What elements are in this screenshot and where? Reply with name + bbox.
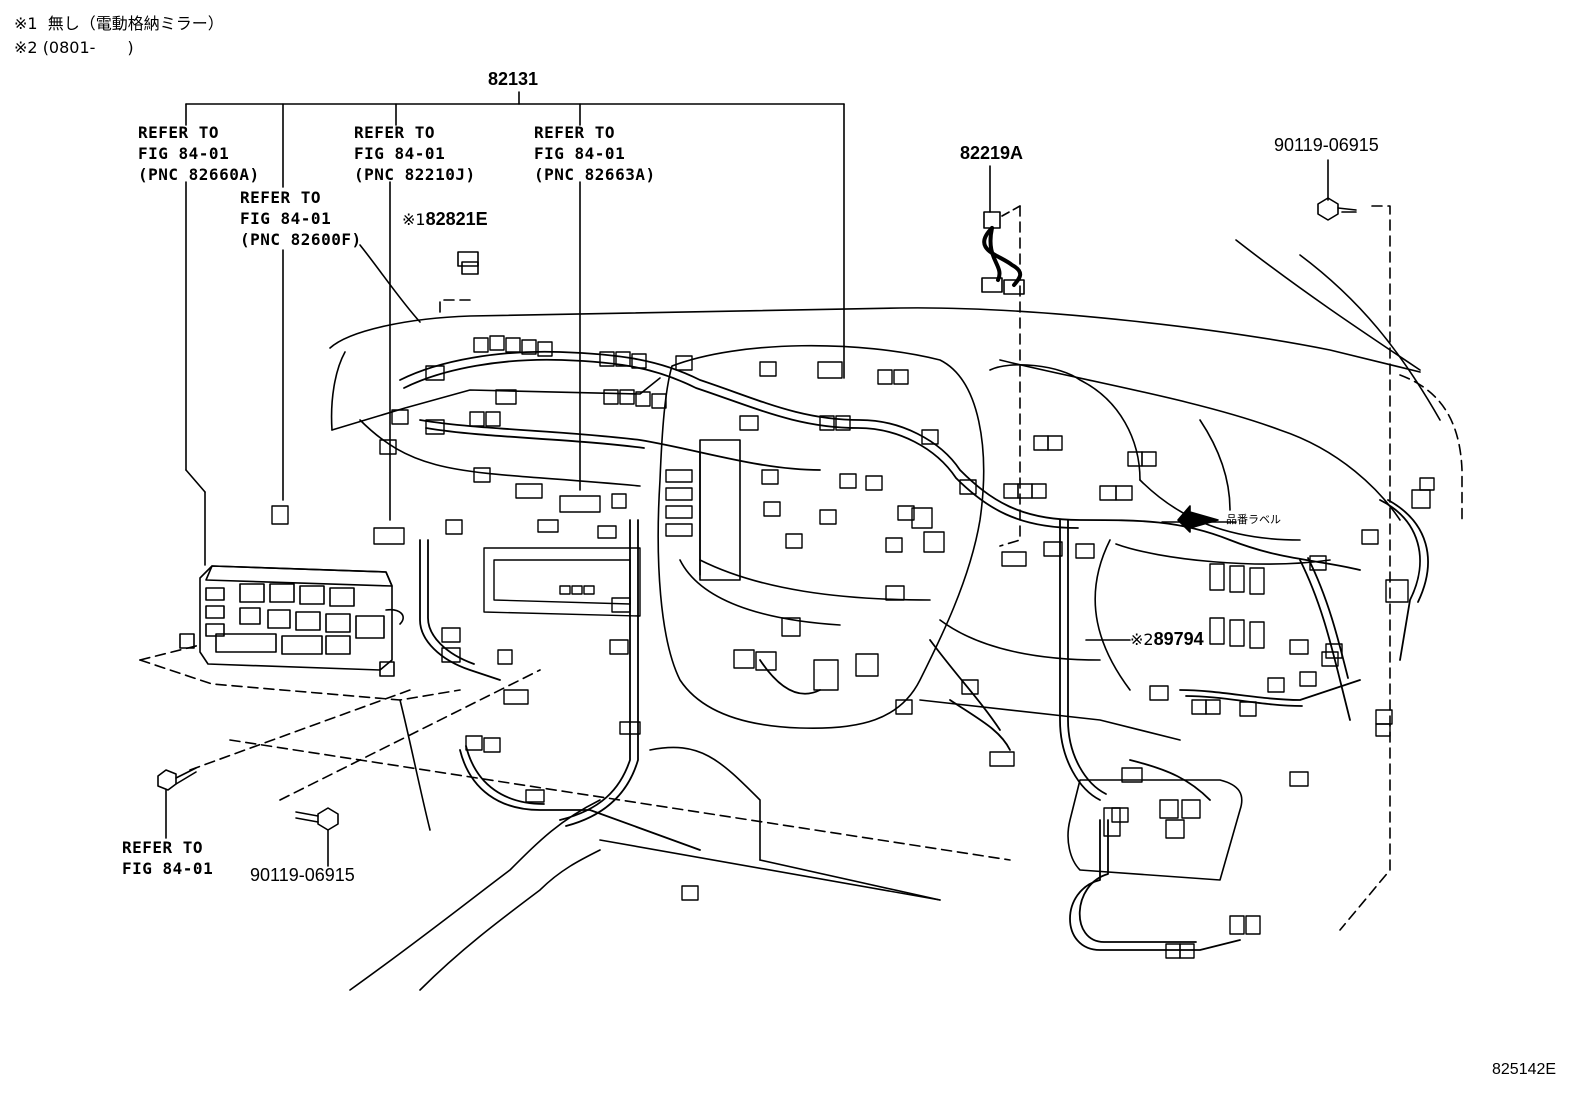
dashboard-outline (139, 205, 1463, 991)
note-1: ※1 無し（電動格納ミラー） (14, 16, 224, 32)
part-82821e-label: ※182821E (402, 210, 488, 228)
ref-line-1: REFER TO (240, 188, 322, 207)
figure-id: 825142E (1492, 1061, 1557, 1078)
ref-line-2: FIG 84-01 (122, 859, 214, 878)
bolt-top-right (1317, 159, 1357, 221)
ref-label-bottom: REFER TO FIG 84-01 (122, 840, 213, 882)
ref-line-3: (PNC 82660A) (138, 165, 260, 184)
main-part-number: 82131 (488, 69, 539, 89)
ref-line-1: REFER TO (354, 123, 436, 142)
ref-line-1: REFER TO (138, 123, 220, 142)
ref-line-3: (PNC 82600F) (240, 230, 362, 249)
part-89794-number: 89794 (1153, 629, 1204, 649)
part-82821e-number: 82821E (425, 209, 488, 229)
ref-line-2: FIG 84-01 (240, 209, 332, 228)
part-82821e-shape (457, 251, 479, 275)
label-callout-text: 品番ラベル (1226, 513, 1281, 526)
note-2: ※2 (0801- ) (14, 40, 134, 56)
harness-wires (399, 350, 1429, 951)
part-90119-bottom-label: 90119-06915 (250, 865, 355, 885)
ref-label-82600f: REFER TO FIG 84-01 (PNC 82600F) (240, 190, 362, 253)
note-1-text: 無し（電動格納ミラー） (47, 14, 224, 33)
part-90119-top-label: 90119-06915 (1274, 135, 1379, 155)
part-82219a-shape (981, 165, 1025, 295)
part-89794-mark: ※2 (1130, 630, 1154, 649)
ref-label-82210j: REFER TO FIG 84-01 (PNC 82210J) (354, 125, 476, 188)
ref-line-2: FIG 84-01 (138, 144, 230, 163)
ref-label-82663a: REFER TO FIG 84-01 (PNC 82663A) (534, 125, 656, 188)
note-2-mark: ※2 (14, 38, 38, 57)
ref-line-3: (PNC 82663A) (534, 165, 656, 184)
bolt-bottom (295, 807, 339, 867)
part-89794-label: ※289794 (1130, 630, 1204, 648)
note-2-text: (0801- ) (42, 38, 134, 57)
arrow-icon (1177, 505, 1219, 533)
ref-line-1: REFER TO (534, 123, 616, 142)
part-82821e-mark: ※1 (402, 210, 426, 229)
ref-line-3: (PNC 82210J) (354, 165, 476, 184)
connectors (271, 335, 1435, 959)
junction-block (179, 565, 404, 677)
ref-line-2: FIG 84-01 (354, 144, 446, 163)
bolt-bottom-left (157, 767, 197, 839)
leaders (1085, 521, 1237, 641)
main-part-bracket (185, 91, 845, 566)
ref-label-82660a: REFER TO FIG 84-01 (PNC 82660A) (138, 125, 260, 188)
ref-line-2: FIG 84-01 (534, 144, 626, 163)
ref-line-1: REFER TO (122, 838, 204, 857)
note-1-mark: ※1 (14, 14, 38, 33)
part-82219a-label: 82219A (960, 143, 1024, 163)
